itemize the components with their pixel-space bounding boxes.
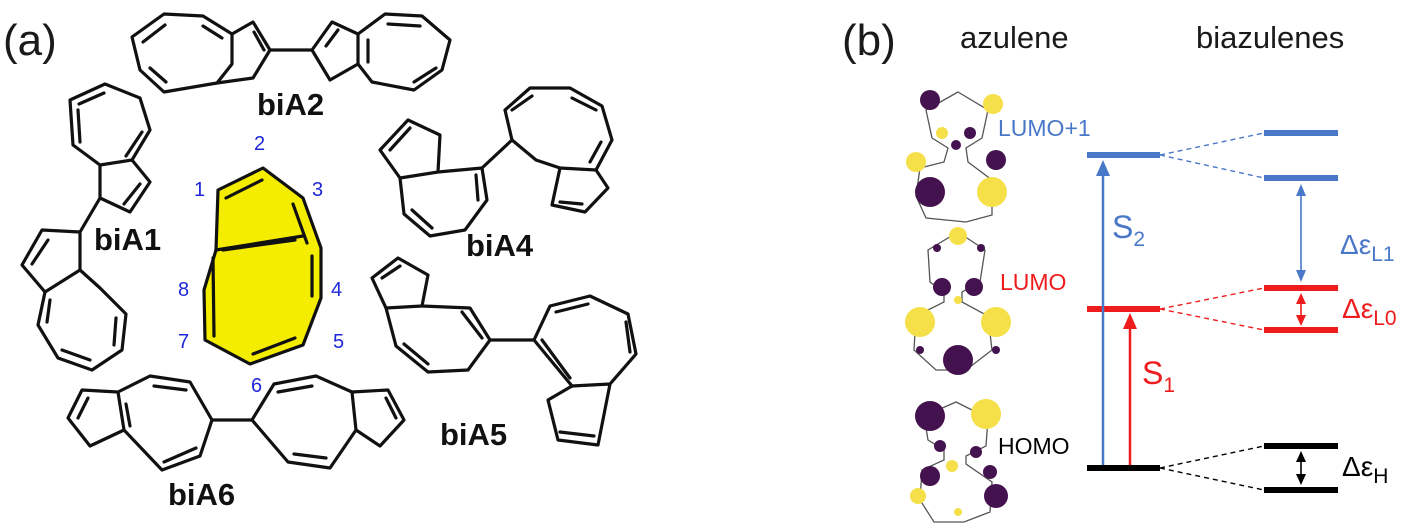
atom-number-7: 7 [178, 331, 189, 353]
mo-lumo1-orbital [906, 90, 1007, 223]
s2-transition-arrow [1096, 160, 1110, 465]
panel-b-label: (b) [842, 16, 896, 65]
gap-l0-arrow [1296, 293, 1306, 326]
level-label-lumo: LUMO [1000, 269, 1066, 295]
biA6-label: biA6 [168, 477, 235, 512]
gap-h-label: ΔεH [1342, 451, 1388, 488]
azulene-highlighted-structure [202, 166, 323, 366]
gap-l0-label: ΔεL0 [1342, 293, 1397, 330]
s1-transition-arrow [1123, 313, 1137, 465]
atom-number-1: 1 [194, 179, 205, 201]
gap-l1-arrow [1296, 184, 1306, 282]
biA2-structure [130, 12, 452, 94]
s2-label: S2 [1112, 209, 1145, 251]
correlation-lines [1159, 132, 1265, 491]
atom-number-3: 3 [312, 179, 323, 201]
biA1-label: biA1 [94, 222, 161, 257]
header-azulene: azulene [960, 20, 1069, 55]
biA4-label: biA4 [466, 228, 534, 263]
panel-a-label: (a) [3, 16, 57, 65]
biA5-label: biA5 [440, 417, 507, 452]
biA2-label: biA2 [257, 87, 324, 122]
gap-h-arrow [1296, 451, 1306, 485]
atom-number-4: 4 [331, 279, 342, 301]
biA6-structure [66, 374, 406, 472]
atom-numbers: 2 1 3 8 4 7 5 6 [178, 133, 344, 397]
atom-number-2: 2 [254, 133, 265, 155]
s1-label: S1 [1142, 355, 1175, 397]
biA5-structure [370, 256, 638, 447]
biA4-structure [378, 86, 614, 238]
mo-homo-orbital [910, 399, 1008, 523]
biA1-structure [20, 82, 152, 372]
level-label-lumo1: LUMO+1 [998, 115, 1091, 141]
level-label-homo: HOMO [998, 433, 1070, 459]
atom-number-6: 6 [251, 375, 262, 397]
gap-l1-label: ΔεL1 [1340, 229, 1395, 266]
mo-lumo-orbital [905, 227, 1011, 375]
header-biazulenes: biazulenes [1196, 20, 1344, 55]
atom-number-8: 8 [178, 279, 189, 301]
atom-number-5: 5 [333, 331, 344, 353]
